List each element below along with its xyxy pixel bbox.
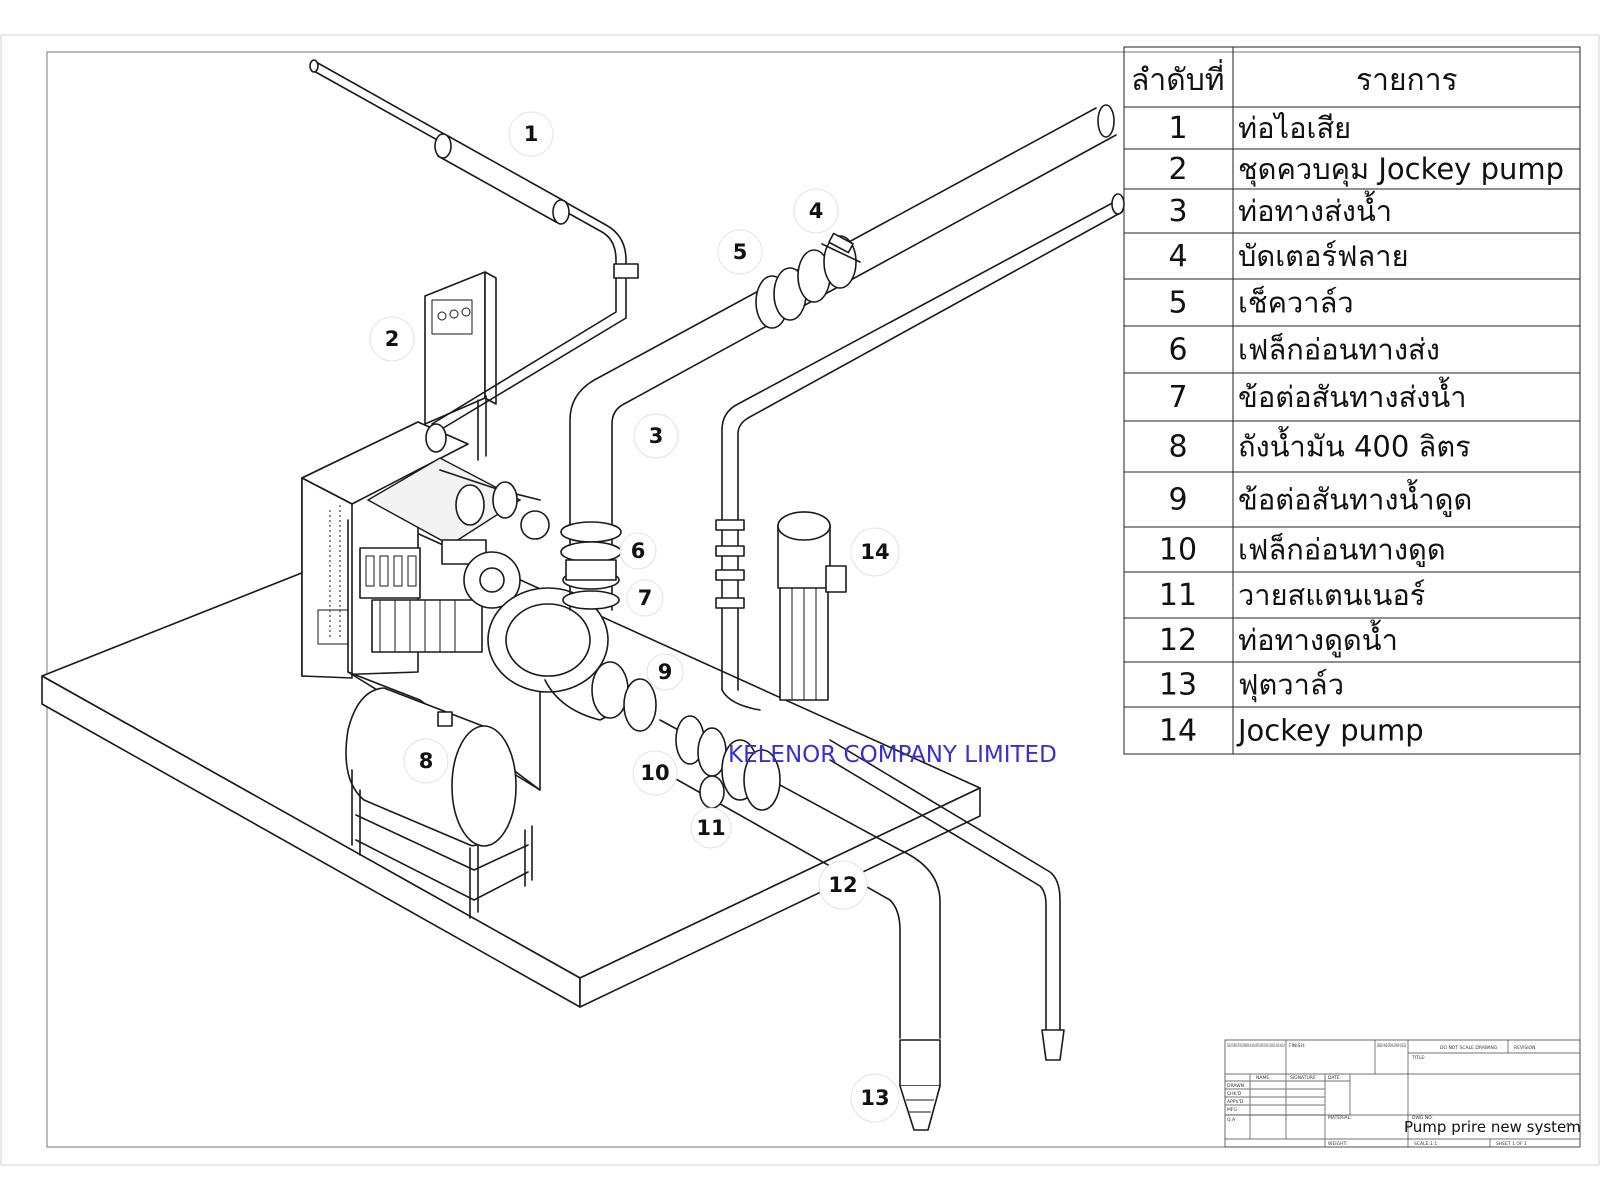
table-cell-number: 12 (1159, 623, 1197, 658)
parts-list-table: ลำดับที่ รายการ 1 ท่อไอเสีย 2 ชุดควบคุม Joc… (1123, 46, 1581, 755)
svg-text:2: 2 (385, 327, 400, 351)
tb-size: A4 (1566, 1122, 1572, 1128)
header-item: รายการ (1356, 63, 1458, 98)
svg-text:7: 7 (638, 586, 653, 610)
tb-revision: REVISION (1514, 1045, 1535, 1051)
title-block: UNLESS OTHERWISE SPECIFIED: DIMENSIONS A… (1224, 1039, 1581, 1148)
tb-col-signature: SIGNATURE (1290, 1075, 1316, 1081)
exhaust-pipe (309, 59, 639, 453)
table-cell-item: ท่อทางส่งน้ำ (1238, 190, 1392, 228)
table-cell-item: ท่อไอเสีย (1238, 111, 1351, 145)
engine-enclosure (301, 421, 550, 791)
svg-text:3: 3 (649, 424, 664, 448)
table-cell-number: 6 (1168, 333, 1187, 368)
table-cell-item: เฟล็กอ่อนทางดูด (1238, 532, 1446, 568)
tb-no-scale: DO NOT SCALE DRAWING (1440, 1045, 1498, 1051)
tb-row-drawn: DRAWN (1227, 1083, 1244, 1089)
tb-row-chkd: CHK'D (1227, 1091, 1242, 1097)
callout-7: 7 (626, 579, 664, 617)
table-cell-number: 1 (1168, 111, 1187, 146)
callout-1: 1 (508, 111, 554, 157)
outer-border (0, 34, 1600, 1166)
table-cell-item: ถังน้ำมัน 400 ลิตร (1238, 426, 1471, 464)
callout-5: 5 (717, 229, 763, 275)
jockey-pump-assembly (715, 193, 1125, 1061)
table-cell-number: 13 (1159, 668, 1197, 703)
svg-text:4: 4 (809, 199, 824, 223)
watermark-text: KELENOR COMPANY LIMITED (728, 742, 1057, 768)
tb-scale: SCALE:1:1 (1414, 1141, 1437, 1147)
table-cell-item: ท่อทางดูดน้ำ (1238, 619, 1398, 658)
table-cell-number: 4 (1168, 239, 1187, 274)
svg-text:13: 13 (860, 1086, 889, 1110)
svg-text:9: 9 (658, 660, 673, 684)
table-cell-item: ข้อต่อสันทางส่งน้ำ (1238, 376, 1467, 414)
table-cell-item: เช็ควาล์ว (1238, 285, 1354, 320)
svg-text:6: 6 (631, 539, 646, 563)
table-cell-number: 11 (1159, 578, 1197, 613)
svg-text:1: 1 (524, 122, 539, 146)
table-cell-item: Jockey pump (1236, 714, 1424, 748)
callout-6: 6 (619, 532, 657, 570)
svg-text:12: 12 (828, 873, 857, 897)
svg-text:5: 5 (733, 240, 748, 264)
tb-col-date: DATE (1328, 1075, 1340, 1081)
callout-3: 3 (633, 413, 679, 459)
tb-row-qa: Q.A (1227, 1117, 1236, 1123)
table-cell-number: 14 (1159, 714, 1197, 749)
svg-text:14: 14 (860, 540, 889, 564)
callout-10: 10 (632, 750, 678, 796)
isometric-drawing: KELENOR COMPANY LIMITED 1 2 3 4 5 6 7 8 … (41, 59, 1125, 1131)
fire-pump (487, 587, 657, 732)
table-cell-item: ฟุตวาล์ว (1238, 668, 1344, 703)
table-cell-item: เฟล็กอ่อนทางส่ง (1238, 332, 1440, 367)
svg-text:11: 11 (696, 816, 725, 840)
table-cell-number: 2 (1168, 152, 1187, 187)
tb-sheet: SHEET 1 OF 1 (1496, 1141, 1527, 1147)
table-cell-item: วายสแตนเนอร์ (1238, 578, 1425, 612)
tb-col-name: NAME (1256, 1075, 1269, 1081)
tb-weight: WEIGHT: (1328, 1141, 1347, 1147)
table-cell-item: ข้อต่อสันทางน้ำดูด (1238, 479, 1472, 518)
callout-14: 14 (850, 527, 900, 577)
table-cell-number: 3 (1168, 194, 1187, 229)
table-rows: 1 ท่อไอเสีย 2 ชุดควบคุม Jockey pump 3 ท่อทางส… (1124, 106, 1580, 749)
callout-9: 9 (646, 653, 684, 691)
header-number: ลำดับที่ (1131, 59, 1225, 98)
jockey-control-box (424, 271, 497, 461)
callout-2: 2 (369, 316, 415, 362)
callout-8: 8 (403, 738, 449, 784)
tb-deburr: DEBUR AND BREAK SHARP EDGES (1377, 1043, 1406, 1049)
table-cell-number: 10 (1159, 533, 1197, 568)
tb-material: MATERIAL: (1328, 1115, 1352, 1121)
table-cell-number: 7 (1168, 380, 1187, 415)
table-cell-number: 8 (1168, 430, 1187, 465)
table-cell-number: 5 (1168, 286, 1187, 321)
callout-13: 13 (850, 1073, 900, 1123)
callout-11: 11 (690, 807, 732, 849)
tb-row-mfg: MFG (1227, 1107, 1237, 1113)
callout-12: 12 (818, 860, 868, 910)
svg-text:8: 8 (419, 749, 434, 773)
tb-title: Pump prire new system (1404, 1118, 1581, 1136)
table-cell-item: บัดเตอร์ฟลาย (1238, 239, 1409, 273)
tb-finish: FINISH: (1289, 1043, 1305, 1049)
tb-row-appvd: APPV'D (1227, 1099, 1244, 1105)
table-cell-number: 9 (1168, 483, 1187, 518)
tb-title-label: TITLE: (1411, 1055, 1426, 1061)
svg-text:10: 10 (640, 761, 669, 785)
tb-notes: UNLESS OTHERWISE SPECIFIED: DIMENSIONS A… (1227, 1043, 1285, 1049)
tb-dwg-no: DWG NO. (1412, 1115, 1433, 1121)
callout-4: 4 (793, 188, 839, 234)
suction-pipe (659, 715, 941, 1131)
table-cell-item: ชุดควบคุม Jockey pump (1238, 152, 1564, 187)
discharge-pipe (560, 104, 1117, 611)
